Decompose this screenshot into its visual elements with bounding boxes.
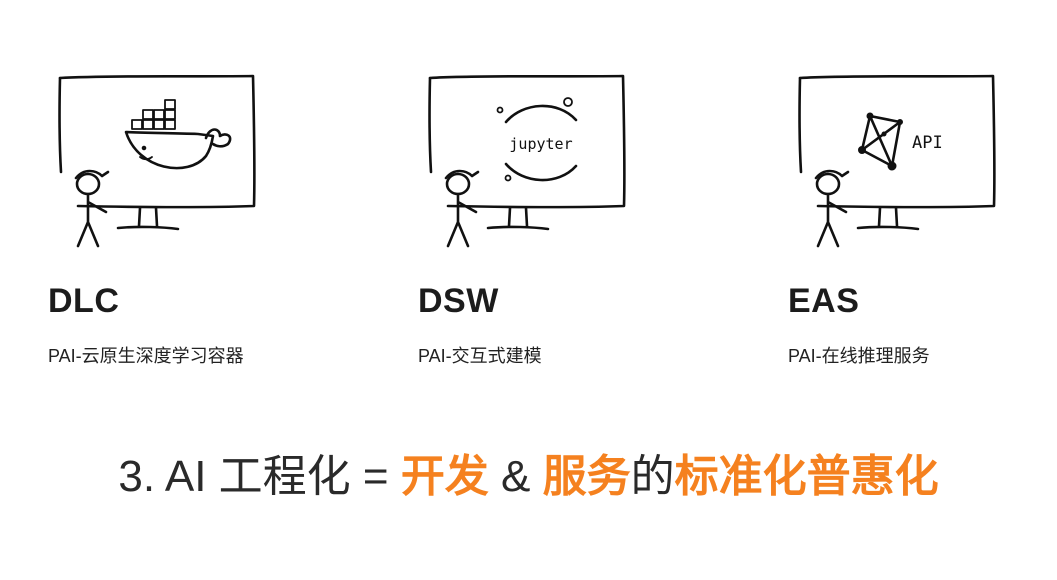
headline-connector: 的 <box>630 452 675 501</box>
card-title: EAS <box>788 282 860 320</box>
eas-sketch-illustration: API <box>798 74 996 248</box>
headline-prefix: 3. AI 工程化 = <box>118 452 401 501</box>
card-subtitle: PAI-云原生深度学习容器 <box>48 346 244 366</box>
person-figure-icon <box>444 169 480 248</box>
card-title: DLC <box>48 282 120 320</box>
card-title: DSW <box>418 282 499 320</box>
headline-development: 开发 <box>400 452 489 501</box>
card-subtitle: PAI-交互式建模 <box>418 346 542 366</box>
jupyter-icon: jupyter <box>496 97 578 182</box>
dlc-card: DLC PAI-云原生深度学习容器 <box>48 60 348 380</box>
dsw-card: jupyter DSW PAI-交互式建模 <box>418 60 718 380</box>
headline-service: 服务 <box>542 452 631 501</box>
dsw-sketch-illustration: jupyter <box>428 74 626 248</box>
api-graph-icon: API <box>858 112 943 171</box>
api-label: API <box>912 133 943 153</box>
eas-card: API EAS PAI-在线推理服务 <box>788 60 1057 380</box>
headline-ampersand: & <box>488 452 543 501</box>
jupyter-wordmark: jupyter <box>509 135 572 153</box>
docker-whale-icon <box>124 99 232 170</box>
headline-standardization: 标准化普惠化 <box>674 452 939 501</box>
headline: 3. AI 工程化 = 开发 & 服务的标准化普惠化 <box>0 440 1057 504</box>
card-subtitle: PAI-在线推理服务 <box>788 346 930 366</box>
person-figure-icon <box>814 169 850 248</box>
person-figure-icon <box>74 169 110 248</box>
dlc-sketch-illustration <box>58 74 256 248</box>
